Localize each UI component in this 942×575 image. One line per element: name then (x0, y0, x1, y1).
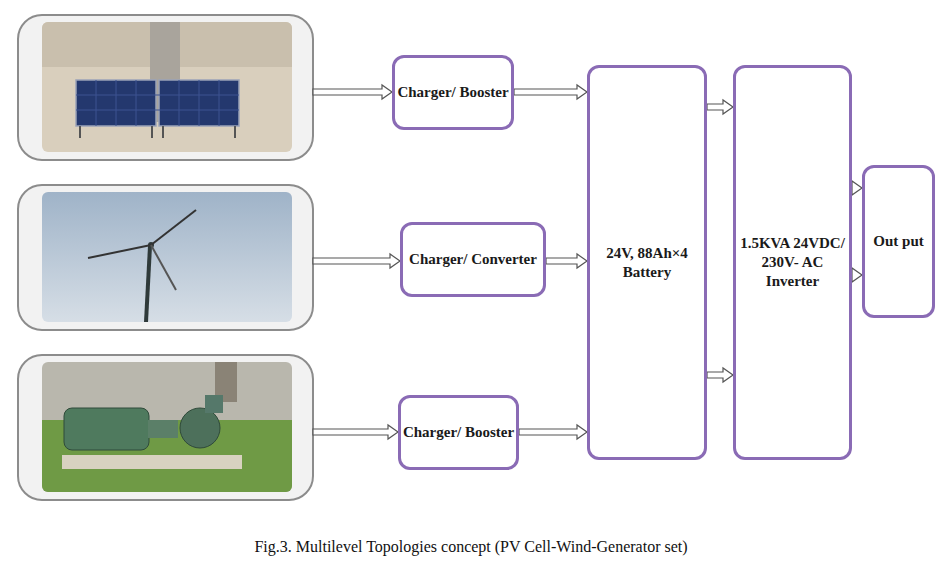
flow-arrow (707, 100, 733, 114)
photo-frame (18, 355, 313, 500)
photo-frame (18, 185, 313, 330)
box-label: 1.5KVA 24VDC/ 230V- AC Inverter (736, 234, 849, 290)
box-label: 24V, 88Ah×4 Battery (590, 244, 704, 282)
flow-arrow (852, 268, 862, 282)
photo-frame (18, 15, 313, 160)
photo-arrow (313, 85, 400, 439)
flow-arrow (707, 368, 733, 382)
wind-turbine-photo (42, 192, 292, 322)
charger-box: Charger/ Booster (398, 395, 519, 470)
box-label: Out put (873, 232, 923, 251)
flow-arrow (519, 425, 587, 439)
battery-box: 24V, 88Ah×4 Battery (587, 65, 707, 460)
charger-box: Charger/ Converter (400, 222, 546, 297)
charger-box: Charger/ Booster (392, 55, 514, 130)
flow-arrow (514, 85, 587, 99)
solar-panel-photo (42, 22, 292, 152)
generator-set-photo (42, 362, 292, 492)
flow-arrow (546, 254, 587, 268)
box-label: Charger/ Converter (409, 250, 537, 269)
output-box: Out put (862, 165, 935, 318)
figure-caption: Fig.3. Multilevel Topologies concept (PV… (0, 538, 942, 556)
box-label: Charger/ Booster (397, 83, 508, 102)
caption-text: Fig.3. Multilevel Topologies concept (PV… (254, 538, 687, 555)
box-label: Charger/ Booster (403, 423, 514, 442)
inverter-box: 1.5KVA 24VDC/ 230V- AC Inverter (733, 65, 852, 460)
flow-arrow (852, 181, 862, 195)
